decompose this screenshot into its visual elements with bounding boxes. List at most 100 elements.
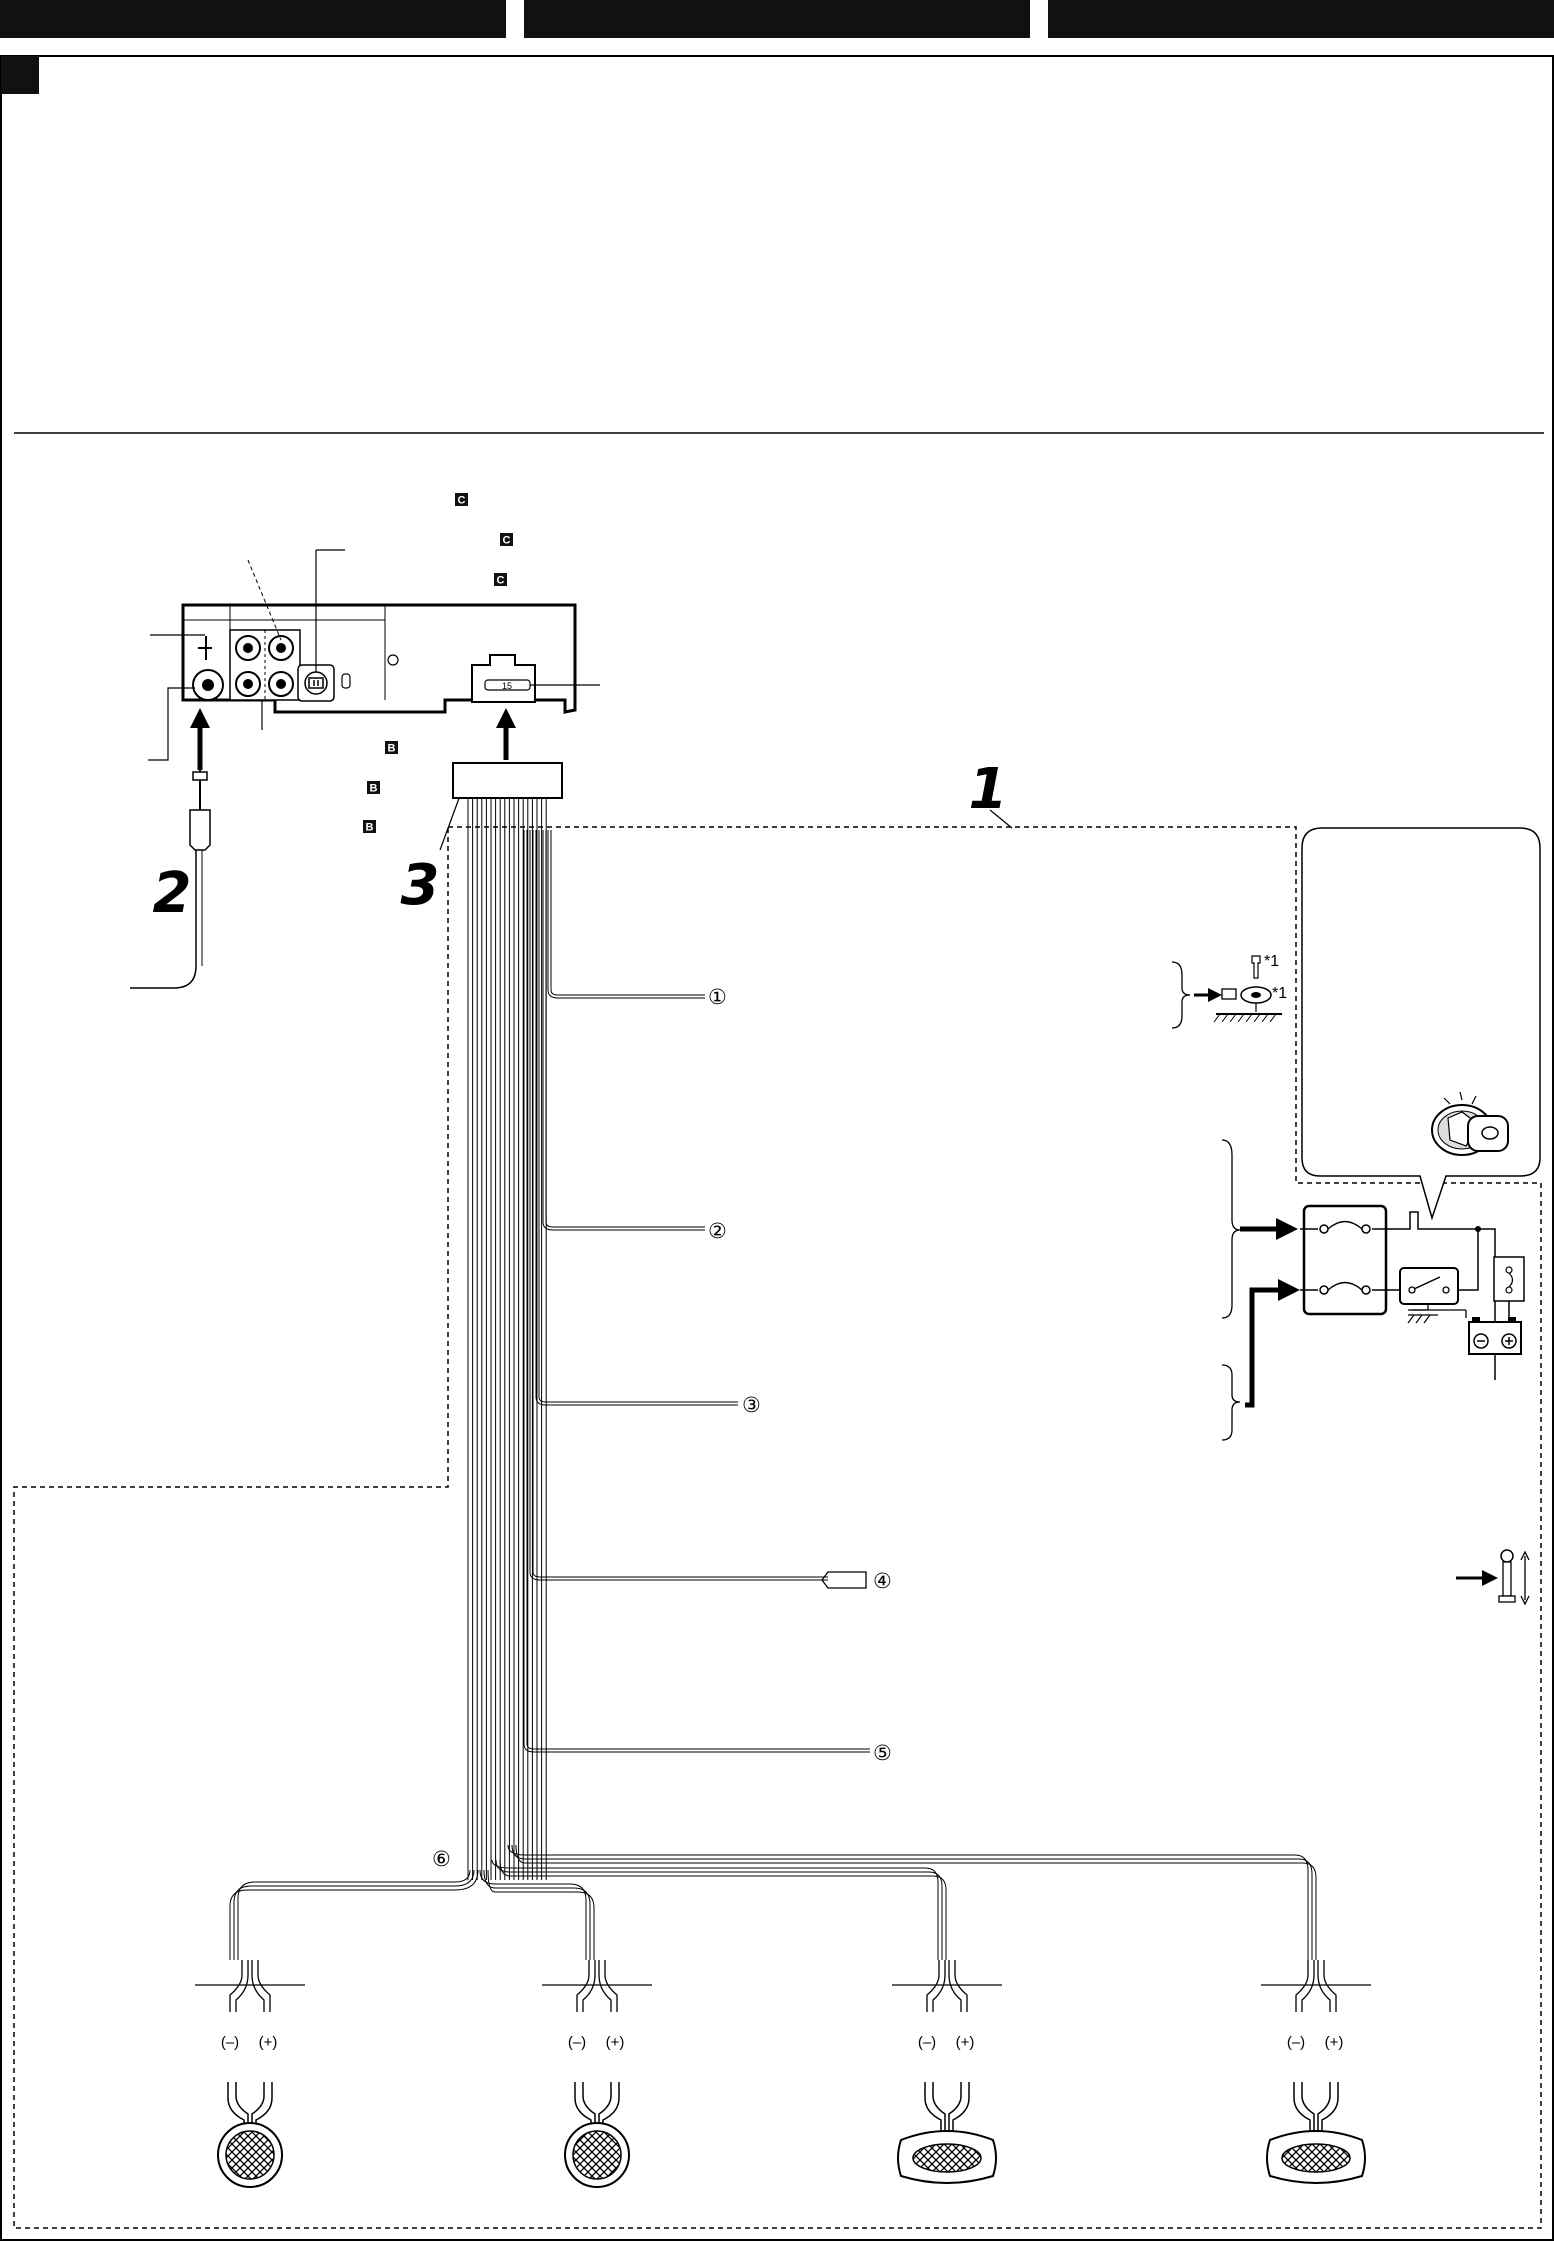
polarity-positive: (+): [1325, 2034, 1344, 2051]
speaker-lead: [948, 2082, 962, 2135]
tag-c: C: [503, 535, 511, 547]
speaker-lead: [255, 2082, 273, 2135]
fork-lead: [1295, 1960, 1309, 2012]
tag-c: C: [497, 575, 505, 587]
fork-lead: [1317, 1960, 1331, 2012]
fork-lead: [954, 1960, 968, 2012]
branch-wire: [526, 830, 870, 1750]
plate-tags: C C C B B B: [363, 493, 513, 834]
fork-lead: [229, 1960, 243, 2012]
section-marker: [1, 56, 39, 94]
ignition-callout: [1301, 827, 1541, 1221]
fork-lead: [582, 1960, 596, 2012]
speaker-lead: [1317, 2082, 1331, 2135]
receiver-rear-panel: 15: [148, 549, 600, 761]
tag-b: B: [370, 783, 378, 795]
insert-arrows: [190, 708, 516, 770]
branch-wire: [523, 830, 870, 1753]
fork-lead: [576, 1960, 590, 2012]
harness-boundary: [13, 826, 1542, 2229]
fork-lead: [926, 1960, 940, 2012]
fuse-rating: 15: [502, 681, 512, 691]
branch-wire: [547, 830, 705, 999]
fork-lead: [235, 1960, 249, 2012]
ground-screw-icon: *1 *1: [1171, 953, 1287, 1029]
wire-label-3: ③: [742, 1394, 761, 1417]
harness-socket: 15: [261, 654, 600, 730]
tag-c: C: [458, 495, 466, 507]
polarity-negative: (–): [221, 2034, 239, 2051]
fork-lead: [251, 1960, 265, 2012]
polarity-negative: (–): [568, 2034, 586, 2051]
speaker-cone: [572, 2130, 622, 2180]
wire-label-2: ②: [708, 1220, 727, 1243]
tag-b: B: [388, 743, 396, 755]
branch-wire: [532, 830, 828, 1578]
speaker-lead: [1293, 2082, 1311, 2135]
antenna-socket: [148, 634, 224, 761]
fork-lead: [932, 1960, 946, 2012]
speaker-lead: [1321, 2082, 1339, 2135]
fork-lead: [1323, 1960, 1337, 2012]
speaker-lead: [574, 2082, 592, 2135]
speaker-feed: [237, 1869, 471, 1960]
battery-icon: [1465, 1256, 1525, 1355]
branch-wire: [538, 830, 738, 1403]
speaker-feed: [511, 1844, 1313, 1960]
header-bars: [0, 0, 1554, 38]
speaker-lead: [582, 2082, 596, 2135]
branch-wire: [542, 830, 705, 1231]
speaker-feed: [491, 1859, 939, 1960]
speaker-lead: [932, 2082, 946, 2135]
speaker-lead: [227, 2082, 245, 2135]
leader-harness: [989, 809, 1013, 829]
remote-connector: [297, 549, 351, 702]
speaker-lead: [251, 2082, 265, 2135]
speaker-cone: [1281, 2143, 1351, 2173]
speaker-feed: [233, 1869, 475, 1960]
polarity-positive: (+): [956, 2034, 975, 2051]
speaker-4: (–)(+): [1261, 1960, 1371, 2184]
rear-lamp-pin-icon: [1456, 1549, 1530, 1606]
speaker-feed: [229, 1869, 479, 1960]
speaker-feed: [507, 1844, 1309, 1960]
page-frame: [0, 55, 1554, 2241]
branch-wire: [535, 830, 738, 1406]
ignition-key-icon: [1431, 1091, 1509, 1156]
fork-lead: [948, 1960, 962, 2012]
screw-note: *1: [1264, 953, 1279, 970]
speaker-feed: [483, 1869, 591, 1960]
wire-label-1: ①: [708, 986, 727, 1009]
speaker-feed: [499, 1859, 947, 1960]
terminal-plug: [821, 1571, 867, 1589]
speaker-group: (–)(+)(–)(+)(–)(+)(–)(+): [195, 1960, 1371, 2188]
wire-labels: ① ② ③ ④ ⑤ ⑥: [432, 986, 892, 1871]
speaker-1: (–) (+): [195, 1960, 305, 2188]
speaker-cone: [912, 2143, 982, 2173]
branch-wire: [550, 830, 705, 996]
wire-label-4: ④: [873, 1570, 892, 1593]
speaker-feed: [495, 1859, 943, 1960]
label-antenna: 2: [153, 861, 192, 926]
speaker-feed: [479, 1869, 587, 1960]
tag-b: B: [366, 822, 374, 834]
fork-lead: [1301, 1960, 1315, 2012]
screw-note: *1: [1272, 985, 1287, 1002]
speaker-2: (–)(+): [542, 1960, 652, 2188]
fork-lead: [257, 1960, 271, 2012]
label-connector: 3: [401, 853, 440, 918]
speaker-lead: [1301, 2082, 1315, 2135]
antenna-plug: [130, 762, 211, 989]
relay-switch-icon: [1386, 1211, 1496, 1380]
fork-lead: [604, 1960, 618, 2012]
speaker-lead: [602, 2082, 620, 2135]
branch-wire: [545, 830, 705, 1228]
wire-bundle: [229, 798, 1317, 1960]
harness-plug: [452, 762, 563, 799]
wire-label-5: ⑤: [873, 1742, 892, 1765]
label-harness: 1: [969, 757, 1008, 822]
speaker-lead: [235, 2082, 249, 2135]
polarity-positive: (+): [259, 2034, 278, 2051]
wire-label-6: ⑥: [432, 1848, 451, 1871]
speaker-cone: [225, 2130, 275, 2180]
